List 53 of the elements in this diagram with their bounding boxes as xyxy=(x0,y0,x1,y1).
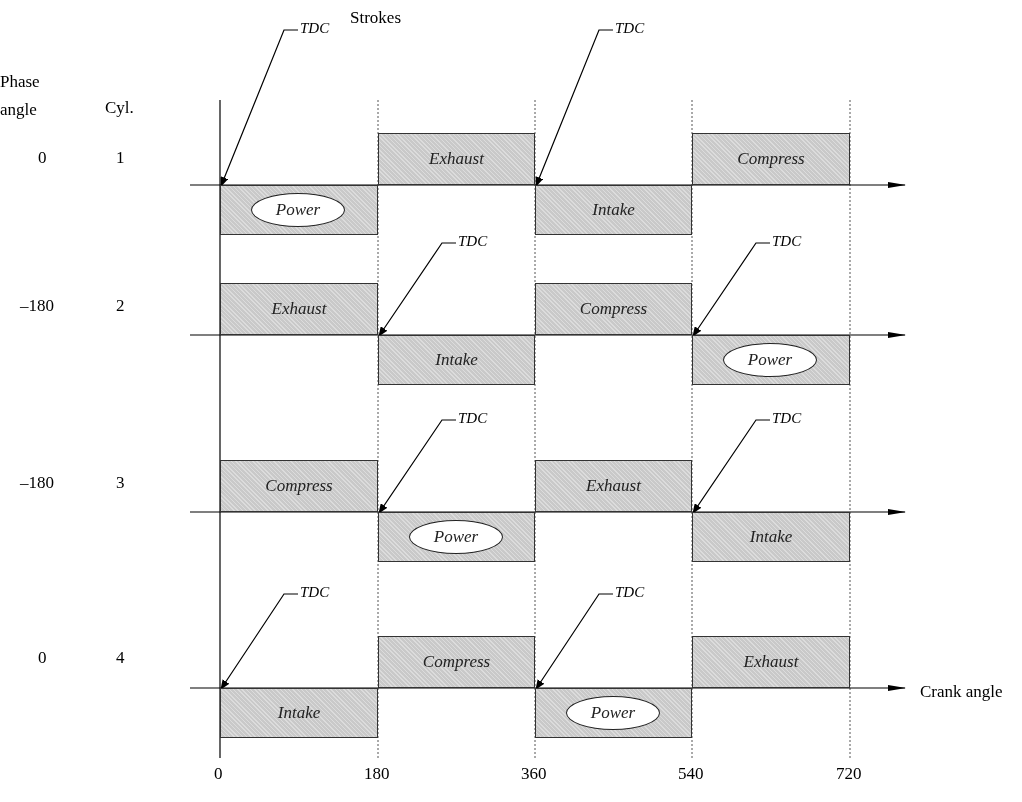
axis-title: Phase angle xyxy=(0,71,41,121)
tdc-label: TDC xyxy=(772,233,802,250)
row-value: 1 xyxy=(116,148,125,168)
power-stroke-oval: Power xyxy=(566,696,660,730)
power-stroke-oval: Power xyxy=(251,193,345,227)
stroke-bar: Compress xyxy=(220,460,378,512)
stroke-bar: Compress xyxy=(378,636,535,688)
leader-arrow xyxy=(535,593,614,690)
stroke-bar: Exhaust xyxy=(220,283,378,335)
stroke-bar: Exhaust xyxy=(535,460,692,512)
tick-label: 180 xyxy=(364,764,390,784)
stroke-bar: Intake xyxy=(535,185,692,235)
axis-title: Crank angle xyxy=(920,682,1003,702)
leader-arrow xyxy=(378,419,457,514)
row-value: 4 xyxy=(116,648,125,668)
power-stroke-oval: Power xyxy=(723,343,817,377)
tdc-label: TDC xyxy=(300,20,330,37)
stroke-bar xyxy=(378,512,535,562)
tick-label: 720 xyxy=(836,764,862,784)
stroke-bar: Exhaust xyxy=(692,636,850,688)
tdc-label: TDC xyxy=(615,20,645,37)
row-value: –180 xyxy=(20,473,54,493)
heading: Strokes xyxy=(350,8,401,28)
stroke-bar: Intake xyxy=(378,335,535,385)
tick-label: 0 xyxy=(214,764,223,784)
stroke-bar: Intake xyxy=(220,688,378,738)
row-value: 0 xyxy=(38,648,47,668)
tick-label: 540 xyxy=(678,764,704,784)
leader-arrow xyxy=(692,419,771,514)
stroke-bar: Intake xyxy=(692,512,850,562)
row-value: 0 xyxy=(38,148,47,168)
tdc-label: TDC xyxy=(458,233,488,250)
leader-arrow xyxy=(535,29,614,187)
leader-arrow xyxy=(692,242,771,337)
leader-arrow xyxy=(220,593,299,690)
stroke-bar: Exhaust xyxy=(378,133,535,185)
leader-arrow xyxy=(378,242,457,337)
stroke-bar xyxy=(535,688,692,738)
leader-arrow xyxy=(220,29,299,187)
tick-label: 360 xyxy=(521,764,547,784)
tdc-label: TDC xyxy=(772,410,802,427)
axis-title: Cyl. xyxy=(105,98,134,118)
row-value: 2 xyxy=(116,296,125,316)
row-value: –180 xyxy=(20,296,54,316)
tdc-label: TDC xyxy=(458,410,488,427)
power-stroke-oval: Power xyxy=(409,520,503,554)
stroke-bar: Compress xyxy=(692,133,850,185)
tdc-label: TDC xyxy=(615,584,645,601)
tdc-label: TDC xyxy=(300,584,330,601)
stroke-bar xyxy=(220,185,378,235)
stroke-bar xyxy=(692,335,850,385)
stroke-bar: Compress xyxy=(535,283,692,335)
row-value: 3 xyxy=(116,473,125,493)
